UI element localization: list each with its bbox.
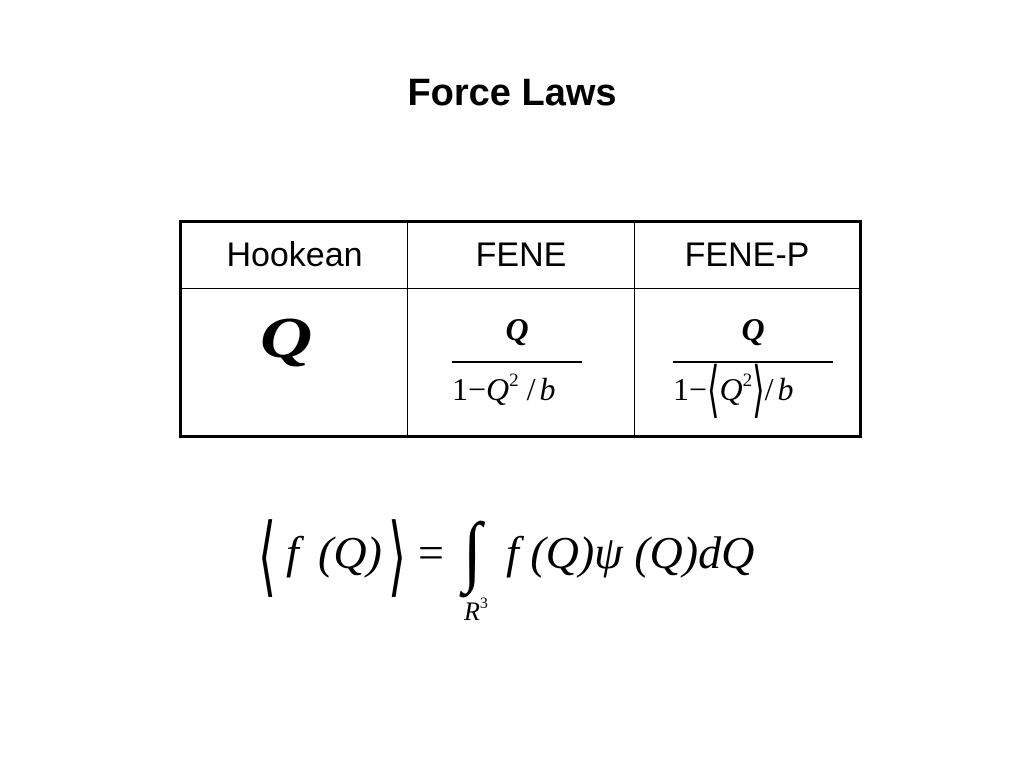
fene-p-fraction-bar [673, 361, 833, 363]
fene-p-denominator: 1−⟨Q2⟩/b [673, 359, 794, 420]
equation-lhs-arg: (Q) [318, 527, 382, 578]
fene-den-minus: − [468, 371, 487, 407]
fene-den-var: Q [486, 371, 510, 407]
fene-den-exp: 2 [509, 370, 519, 391]
integral-lower-limit: R3 [464, 596, 488, 625]
fene-p-expression-cell: Q 1−⟨Q2⟩/b [635, 289, 859, 435]
fene-p-den-minus: − [689, 371, 708, 407]
fene-den-one: 1 [452, 371, 468, 407]
integral-lower-var: R [464, 597, 480, 626]
fene-p-den-slash: / [764, 371, 774, 407]
fene-den-b: b [539, 371, 556, 407]
slide-title: Force Laws [407, 72, 617, 114]
header-fene-p: FENE-P [635, 223, 859, 289]
fene-p-numerator: Q [741, 311, 765, 347]
fene-fraction-bar [452, 361, 582, 363]
fene-p-right-angle: ⟩ [752, 354, 765, 424]
fene-numerator: Q [505, 311, 529, 347]
equation-rhs: f (Q)ψ (Q)dQ [506, 527, 755, 578]
fene-p-left-angle: ⟨ [707, 354, 720, 424]
header-hookean: Hookean [182, 223, 408, 289]
header-fene: FENE [408, 223, 635, 289]
integral-sign: ∫ [463, 506, 482, 594]
fene-p-den-exp: 2 [742, 370, 753, 391]
hookean-expression: Q [260, 305, 313, 370]
hookean-expression-cell: Q [182, 289, 408, 435]
integral-lower-exp: 3 [479, 595, 488, 612]
equation-equals: = [418, 527, 444, 578]
equation-lhs-f: f [286, 527, 299, 578]
force-laws-table: Hookean FENE FENE-P Q Q 1−Q2/b Q 1−⟨Q2⟩/… [179, 220, 862, 438]
equation-right-angle: ⟩ [388, 507, 406, 605]
fene-den-slash: / [526, 371, 536, 407]
fene-denominator: 1−Q2 /b [452, 371, 556, 405]
fene-p-den-b: b [777, 371, 794, 407]
fene-p-den-one: 1 [673, 371, 689, 407]
equation-left-angle: ⟨ [258, 507, 276, 605]
fene-expression-cell: Q 1−Q2/b [408, 289, 635, 435]
fene-p-den-var: Q [719, 371, 743, 407]
